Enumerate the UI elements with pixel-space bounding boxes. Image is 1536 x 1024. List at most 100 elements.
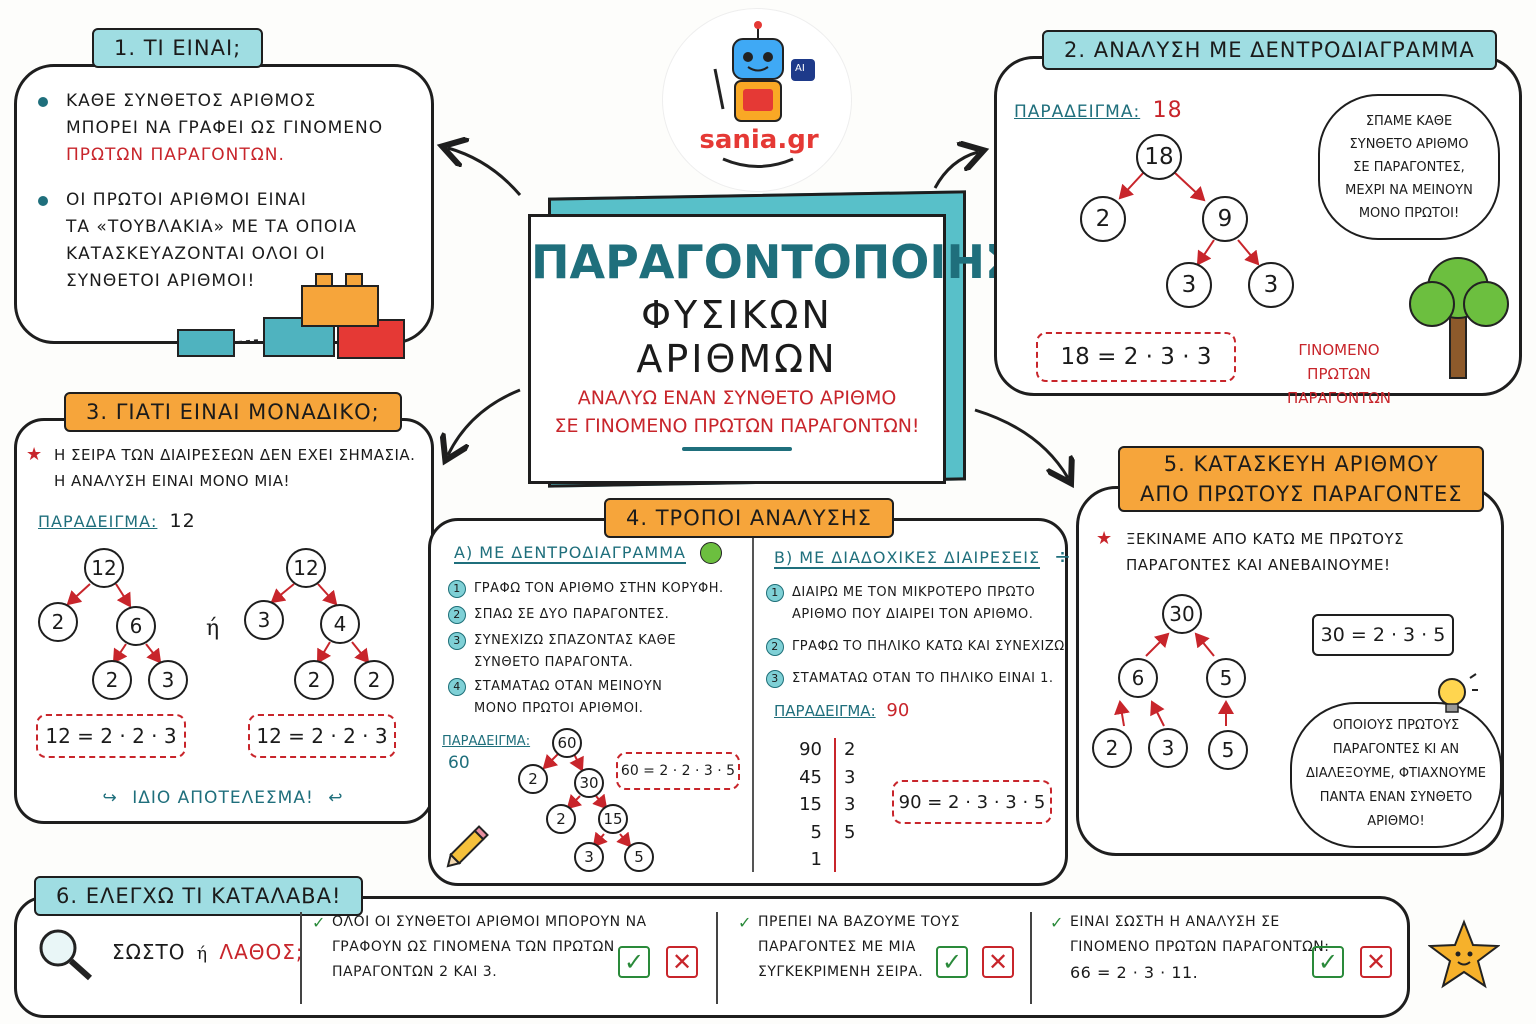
s4a-example: ΠΑΡΑΔΕΙΓΜΑ: 60 — [442, 734, 530, 773]
s2-thought-bubble: ΣΠΑΜΕ ΚΑΘΕ ΣΥΝΘΕΤΟ ΑΡΙΘΜΟ ΣΕ ΠΑΡΑΓΟΝΤΕΣ,… — [1318, 94, 1500, 240]
section5-tag: 5. ΚΑΤΑΣΚΕΥΗ ΑΡΙΘΜΟΥ ΑΠΟ ΠΡΩΤΟΥΣ ΠΑΡΑΓΟΝ… — [1118, 446, 1485, 512]
curved-arrow-icon: ↩ — [328, 788, 344, 808]
s3-result-a: 12 = 2 · 2 · 3 — [45, 724, 177, 748]
s6-right-label: ΣΩΣΤΟ — [112, 940, 186, 964]
s2-note-line2: ΠΡΩΤΩΝ ΠΑΡΑΓΟΝΤΩΝ — [1286, 365, 1392, 407]
s5-node: 5 — [1206, 658, 1246, 698]
s5-bubble-line3: ΔΙΑΛΕΞΟΥΜΕ, ΦΤΙΑΧΝΟΥΜΕ — [1306, 766, 1486, 781]
s4a-node: 15 — [598, 804, 628, 834]
s4a-node: 2 — [546, 804, 576, 834]
divide-icon: ÷ — [1054, 544, 1072, 568]
s2-node: 2 — [1080, 196, 1126, 242]
section4-panel — [428, 518, 1068, 886]
s5-line1: ΞΕΚΙΝΑΜΕ ΑΠΟ ΚΑΤΩ ΜΕ ΠΡΩΤΟΥΣ — [1126, 530, 1405, 548]
false-button[interactable]: ✕ — [1360, 946, 1392, 978]
s2-result-box: 18 = 2 · 3 · 3 — [1036, 332, 1236, 382]
s4a-result: 60 = 2 · 2 · 3 · 5 — [620, 763, 736, 779]
s2-example: ΠΑΡΑΔΕΙΓΜΑ: 18 — [1014, 98, 1183, 123]
step-number: 3 — [766, 669, 784, 688]
s6-item-1: ✓ ΟΛΟΙ ΟΙ ΣΥΝΘΕΤΟΙ ΑΡΙΘΜΟΙ ΜΠΟΡΟΥΝ ΝΑ ΓΡ… — [312, 910, 647, 985]
s3-result-box-b: 12 = 2 · 2 · 3 — [248, 714, 396, 758]
s2-example-value: 18 — [1152, 98, 1183, 123]
tree-icon — [1409, 257, 1509, 379]
s3-same-result: ↪ ΙΔΙΟ ΑΠΟΤΕΛΕΣΜΑ! ↩ — [88, 788, 358, 808]
tick-icon: ✓ — [1050, 913, 1064, 932]
s4a-node: 2 — [518, 764, 548, 794]
s3-result-b: 12 = 2 · 2 · 3 — [256, 724, 388, 748]
s6-item3-line2: ΓΙΝΟΜΕΝΟ ΠΡΩΤΩΝ ΠΑΡΑΓΟΝΤΩΝ: — [1070, 939, 1330, 955]
step-number: 2 — [766, 637, 784, 656]
s4a-node: 5 — [624, 842, 654, 872]
s3-text: ★ Η ΣΕΙΡΑ ΤΩΝ ΔΙΑΙΡΕΣΕΩΝ ΔΕΝ ΕΧΕΙ ΣΗΜΑΣΙ… — [26, 442, 415, 494]
true-button[interactable]: ✓ — [936, 946, 968, 978]
s5-node-root: 30 — [1162, 594, 1202, 634]
s3b-node: 2 — [294, 660, 334, 700]
page-subtitle-line1: ΑΝΑΛΥΩ ΕΝΑΝ ΣΥΝΘΕΤΟ ΑΡΙΘΜΟ — [577, 387, 897, 409]
s2-bubble-line4: ΜΕΧΡΙ ΝΑ ΜΕΙΝΟΥΝ — [1345, 183, 1473, 198]
s3-result-box-a: 12 = 2 · 2 · 3 — [36, 714, 186, 758]
ladder-right: 5 — [844, 821, 856, 843]
step-number: 4 — [448, 677, 466, 696]
ladder-left: 5 — [810, 821, 822, 843]
s4a-node-root: 60 — [552, 728, 582, 758]
s5-node: 5 — [1208, 730, 1248, 770]
s6-item3-line1: ΕΙΝΑΙ ΣΩΣΤΗ Η ΑΝΑΛΥΣΗ ΣΕ — [1070, 914, 1280, 930]
s2-node: 3 — [1248, 262, 1294, 308]
lightbulb-icon — [1438, 673, 1478, 713]
bullet-1: ΚΑΘΕ ΣΥΝΘΕΤΟΣ ΑΡΙΘΜΟΣ ΜΠΟΡΕΙ ΝΑ ΓΡΑΦΕΙ Ω… — [34, 88, 383, 169]
s5-thought-bubble: ΟΠΟΙΟΥΣ ΠΡΩΤΟΥΣ ΠΑΡΑΓΟΝΤΕΣ ΚΙ ΑΝ ΔΙΑΛΕΞΟ… — [1290, 702, 1502, 848]
s4a-step: 4 ΣΤΑΜΑΤΑΩ ΟΤΑΝ ΜΕΙΝΟΥΝ ΜΟΝΟ ΠΡΩΤΟΙ ΑΡΙΘΜΟ… — [448, 676, 724, 720]
s4a-step-text: ΓΡΑΦΩ ΤΟΝ ΑΡΙΘΜΟ ΣΤΗΝ ΚΟΡΥΦΗ. — [474, 581, 724, 596]
s4a-node: 3 — [574, 842, 604, 872]
true-button[interactable]: ✓ — [618, 946, 650, 978]
s3-same-label: ΙΔΙΟ ΑΠΟΤΕΛΕΣΜΑ! — [132, 788, 314, 808]
s3-example: ΠΑΡΑΔΕΙΓΜΑ: 12 — [38, 510, 196, 532]
s4a-step-text: ΣΥΝΕΧΙΖΩ ΣΠΑΖΟΝΤΑΣ ΚΑΘΕ — [474, 633, 677, 648]
s6-divider — [716, 912, 718, 1004]
s4a-step-text2: ΜΟΝΟ ΠΡΩΤΟΙ ΑΡΙΘΜΟΙ. — [474, 701, 644, 716]
robot-icon — [713, 21, 815, 168]
false-button[interactable]: ✕ — [666, 946, 698, 978]
ladder-left: 15 — [799, 794, 822, 815]
s3b-node-root: 12 — [286, 548, 326, 588]
ladder-left: 45 — [799, 766, 822, 788]
s4-divider — [752, 538, 754, 872]
page-title-line2: ΦΥΣΙΚΩΝ — [641, 293, 833, 337]
page-subtitle-line2: ΣΕ ΓΙΝΟΜΕΝΟ ΠΡΩΤΩΝ ΠΑΡΑΓΟΝΤΩΝ! — [554, 415, 920, 437]
true-button[interactable]: ✓ — [1312, 946, 1344, 978]
s5-bubble-line2: ΠΑΡΑΓΟΝΤΕΣ ΚΙ ΑΝ — [1332, 742, 1460, 757]
s6-item2-line1: ΠΡΕΠΕΙ ΝΑ ΒΑΖΟΥΜΕ ΤΟΥΣ — [758, 914, 960, 930]
bullet-dot-icon — [38, 97, 48, 107]
step-number: 2 — [448, 605, 466, 624]
s3-or: ή — [206, 616, 220, 641]
s6-item-2: ✓ ΠΡΕΠΕΙ ΝΑ ΒΑΖΟΥΜΕ ΤΟΥΣ ΠΑΡΑΓΟΝΤΕΣ ΜΕ Μ… — [738, 910, 960, 985]
s4b-step-text: ΔΙΑΙΡΩ ΜΕ ΤΟΝ ΜΙΚΡΟΤΕΡΟ ΠΡΩΤΟ — [792, 585, 1036, 600]
s2-example-label: ΠΑΡΑΔΕΙΓΜΑ: — [1014, 102, 1141, 122]
bullet-2: ΟΙ ΠΡΩΤΟΙ ΑΡΙΘΜΟΙ ΕΙΝΑΙ ΤΑ «ΤΟΥΒΛΑΚΙΑ» Μ… — [34, 187, 383, 295]
s6-item2-line3: ΣΥΓΚΕΚΡΙΜΕΝΗ ΣΕΙΡΑ. — [758, 964, 924, 980]
s3b-node: 3 — [244, 600, 284, 640]
smiling-star-icon — [1428, 919, 1500, 989]
s3a-node: 2 — [38, 602, 78, 642]
section2-tag: 2. ΑΝΑΛΥΣΗ ΜΕ ΔΕΝΤΡΟΔΙΑΓΡΑΜΜΑ — [1042, 30, 1497, 70]
ladder-left: 90 — [799, 739, 822, 760]
s4b-title-text: Β) ΜΕ ΔΙΑΔΟΧΙΚΕΣ ΔΙΑΙΡΕΣΕΙΣ — [774, 548, 1041, 569]
s1-b2-line1: ΟΙ ΠΡΩΤΟΙ ΑΡΙΘΜΟΙ ΕΙΝΑΙ — [66, 190, 307, 210]
s6-item2-line2: ΠΑΡΑΓΟΝΤΕΣ ΜΕ ΜΙΑ — [758, 939, 916, 955]
false-button[interactable]: ✕ — [982, 946, 1014, 978]
s4a-step-text: ΣΤΑΜΑΤΑΩ ΟΤΑΝ ΜΕΙΝΟΥΝ — [474, 679, 663, 694]
s2-note: ΓΙΝΟΜΕΝΟ ΠΡΩΤΩΝ ΠΑΡΑΓΟΝΤΩΝ — [1254, 338, 1424, 410]
star-icon: ★ — [26, 444, 43, 465]
logo-badge: AI — [795, 63, 805, 74]
s4a-title: Α) ΜΕ ΔΕΝΤΡΟΔΙΑΓΡΑΜΜΑ — [454, 542, 723, 564]
logo[interactable]: AI sania.gr — [662, 8, 852, 192]
s3a-node: 2 — [92, 660, 132, 700]
section6-panel — [14, 896, 1410, 1018]
s4a-title-text: Α) ΜΕ ΔΕΝΤΡΟΔΙΑΓΡΑΜΜΑ — [454, 542, 686, 564]
section3-tag: 3. ΓΙΑΤΙ ΕΙΝΑΙ ΜΟΝΑΔΙΚΟ; — [64, 392, 402, 432]
ladder-right: 3 — [844, 794, 856, 815]
s4b-step-text2: ΑΡΙΘΜΟ ΠΟΥ ΔΙΑΙΡΕΙ ΤΟΝ ΑΡΙΘΜΟ. — [792, 607, 1034, 622]
